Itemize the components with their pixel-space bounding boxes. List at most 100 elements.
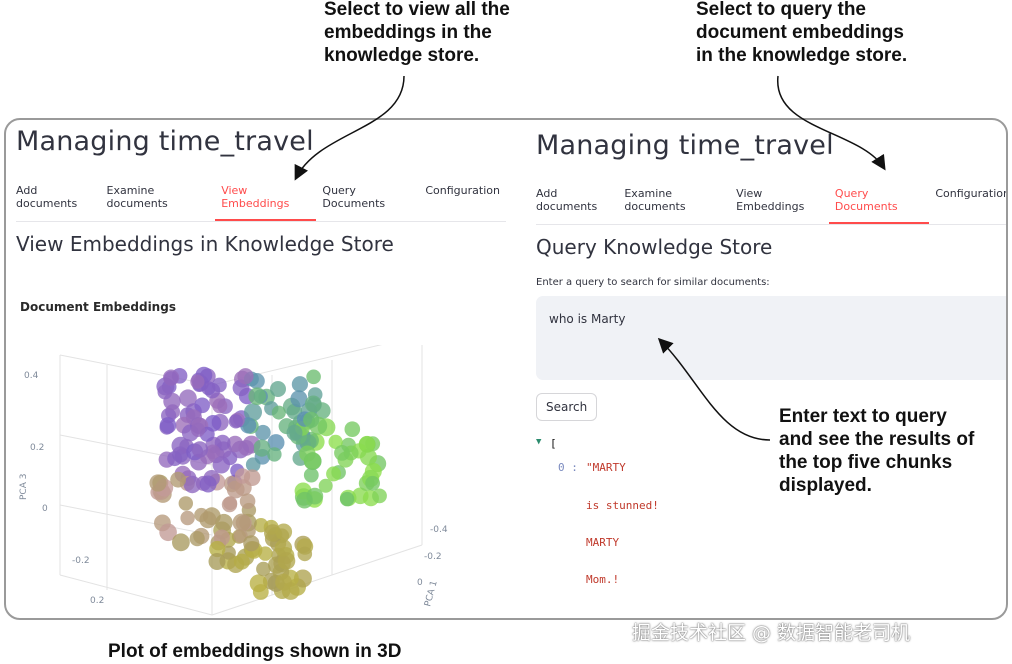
embedding-point[interactable]	[209, 540, 226, 558]
embedding-point[interactable]	[296, 491, 313, 509]
embedding-point[interactable]	[258, 546, 273, 561]
embedding-point[interactable]	[372, 488, 387, 504]
embedding-point[interactable]	[303, 467, 319, 483]
embedding-point[interactable]	[199, 511, 217, 529]
embedding-point[interactable]	[297, 546, 313, 562]
embedding-point[interactable]	[286, 424, 303, 441]
embedding-point[interactable]	[178, 496, 193, 511]
embedding-point[interactable]	[237, 368, 254, 385]
result-line-0: "MARTY	[586, 461, 626, 474]
embedding-point[interactable]	[223, 496, 238, 511]
embedding-point[interactable]	[194, 397, 210, 414]
callout-enter-text: Enter text to query and see the results …	[779, 406, 975, 496]
embedding-point[interactable]	[290, 390, 308, 408]
embedding-point[interactable]	[293, 569, 312, 588]
tab-add-documents[interactable]: Add documents	[16, 184, 78, 210]
embedding-point[interactable]	[189, 531, 205, 547]
embedding-point[interactable]	[326, 466, 342, 482]
embedding-point[interactable]	[291, 376, 308, 393]
embedding-point[interactable]	[244, 403, 262, 422]
embedding-point[interactable]	[233, 553, 250, 570]
embedding-point[interactable]	[365, 475, 380, 491]
embedding-point[interactable]	[239, 493, 256, 509]
embedding-point[interactable]	[245, 457, 261, 472]
embedding-point[interactable]	[167, 451, 183, 467]
embedding-point[interactable]	[201, 381, 216, 396]
embedding-point[interactable]	[360, 448, 377, 466]
embedding-point[interactable]	[255, 424, 271, 441]
embedding-point[interactable]	[170, 471, 187, 488]
result-line-3: Mom.!	[586, 573, 620, 586]
tab-query-documents-right[interactable]: Query Documents	[828, 187, 930, 224]
embedding-point[interactable]	[267, 447, 282, 462]
z-tick-0: 0.4	[24, 371, 39, 381]
embedding-point[interactable]	[157, 384, 173, 400]
watermark: 掘金技术社区 @ 数据智能老司机	[632, 622, 911, 644]
embedding-point[interactable]	[334, 445, 350, 461]
embedding-point[interactable]	[318, 478, 333, 493]
embedding-point[interactable]	[185, 409, 202, 426]
tab-add-documents-right[interactable]: Add documents	[536, 187, 598, 213]
page-title: Managing time_travel	[16, 126, 314, 157]
arrow-to-query-documents	[777, 75, 886, 171]
embedding-point[interactable]	[171, 436, 190, 455]
embedding-point[interactable]	[271, 405, 286, 420]
embedding-point[interactable]	[215, 513, 233, 532]
tab-examine-documents[interactable]: Examine documents	[106, 184, 168, 210]
embedding-point[interactable]	[190, 374, 205, 389]
embedding-point[interactable]	[270, 381, 286, 397]
z-axis-label: PCA 3	[19, 474, 29, 500]
arrow-to-query-input	[657, 337, 771, 441]
embedding-point[interactable]	[179, 389, 197, 407]
embedding-point[interactable]	[159, 523, 177, 542]
embedding-point[interactable]	[277, 552, 296, 570]
embeddings-3d-plot[interactable]: 0.4 0.2 0 -0.2 0.2 -0.4 -0.2 0 PCA 3 PCA…	[12, 345, 452, 620]
embedding-point[interactable]	[212, 456, 230, 474]
embedding-point[interactable]	[253, 439, 271, 457]
tab-examine-documents-right[interactable]: Examine documents	[624, 187, 686, 213]
embedding-point[interactable]	[243, 535, 260, 552]
embedding-point[interactable]	[208, 553, 226, 570]
tab-configuration[interactable]: Configuration	[425, 184, 500, 197]
tab-query-documents[interactable]: Query Documents	[322, 184, 386, 210]
embedding-point[interactable]	[249, 574, 268, 593]
embedding-point[interactable]	[275, 573, 292, 591]
embedding-point[interactable]	[212, 398, 228, 414]
tab-view-embeddings[interactable]: View Embeddings	[215, 184, 317, 221]
embedding-point[interactable]	[344, 421, 361, 437]
embedding-point[interactable]	[191, 441, 209, 458]
embedding-point[interactable]	[232, 513, 251, 532]
embedding-point[interactable]	[243, 469, 261, 486]
tab-configuration-right[interactable]: Configuration	[935, 187, 1008, 200]
query-section-title: Query Knowledge Store	[536, 235, 773, 259]
collapse-caret-icon[interactable]: ▼	[536, 437, 542, 447]
embedding-point[interactable]	[180, 510, 195, 526]
embedding-point[interactable]	[303, 411, 320, 428]
embedding-point[interactable]	[275, 523, 293, 541]
embedding-point[interactable]	[228, 414, 243, 429]
embedding-point[interactable]	[163, 371, 179, 386]
search-button[interactable]: Search	[536, 393, 598, 421]
embedding-point[interactable]	[149, 474, 167, 492]
embedding-point[interactable]	[238, 440, 255, 456]
section-title: View Embeddings in Knowledge Store	[16, 232, 394, 256]
embedding-point[interactable]	[304, 395, 322, 413]
embedding-point[interactable]	[172, 533, 190, 552]
result-line-2: MARTY	[586, 536, 620, 549]
embedding-point[interactable]	[328, 434, 343, 449]
chart-title: Document Embeddings	[20, 300, 176, 314]
embedding-point[interactable]	[303, 452, 322, 470]
embedding-point[interactable]	[190, 422, 206, 437]
embedding-point[interactable]	[248, 387, 266, 405]
embedding-point[interactable]	[199, 475, 217, 493]
embedding-point[interactable]	[306, 369, 321, 385]
embedding-point[interactable]	[339, 491, 355, 507]
embedding-point[interactable]	[221, 545, 236, 560]
embedding-point[interactable]	[267, 434, 285, 452]
query-input[interactable]: who is Marty	[536, 296, 1006, 380]
embedding-point[interactable]	[212, 377, 227, 393]
embedding-point[interactable]	[214, 434, 231, 451]
tab-view-embeddings-right[interactable]: View Embeddings	[736, 187, 805, 213]
embedding-point[interactable]	[256, 561, 271, 577]
embedding-point[interactable]	[159, 417, 177, 434]
